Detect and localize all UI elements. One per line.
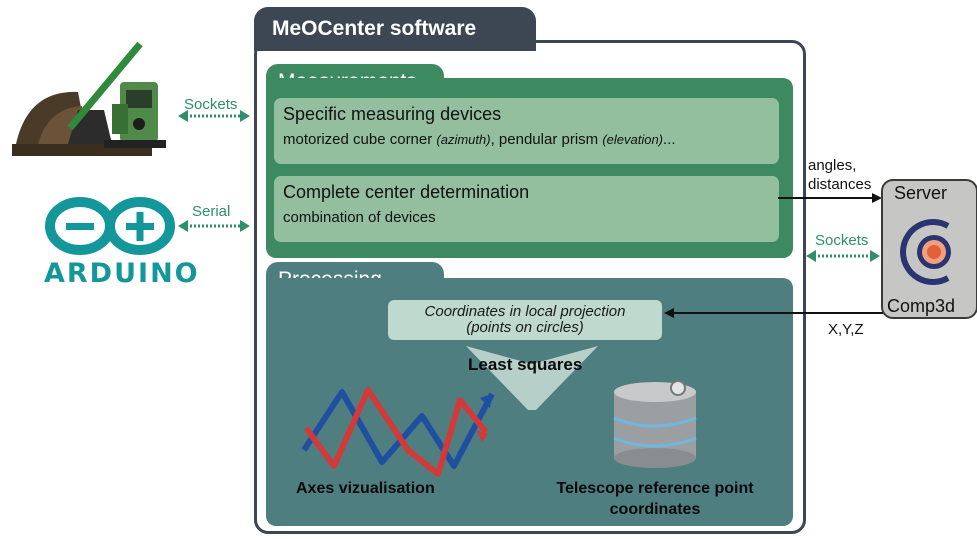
comp3d-logo-icon — [900, 219, 951, 285]
sockets-left-arrow — [178, 110, 250, 122]
comp3d-label: Comp3d — [887, 296, 956, 316]
xyz-arrow — [664, 308, 884, 318]
database-icon — [613, 380, 697, 468]
specific-devices-box: Specific measuring devices motorized cub… — [274, 98, 779, 164]
arduino-wordmark: ARDUINO — [44, 258, 200, 289]
server-label: Server — [894, 183, 948, 203]
angles-distances-label: angles, distances — [808, 157, 872, 193]
specific-devices-heading: Specific measuring devices — [283, 104, 502, 124]
coordinates-line2: (points on circles) — [466, 319, 584, 336]
sockets-right-label: Sockets — [815, 232, 869, 249]
coordinates-line1: Coordinates in local projection — [424, 303, 626, 320]
sockets-right-arrow — [806, 250, 880, 262]
complete-center-heading: Complete center determination — [283, 182, 530, 202]
software-title: MeOCenter software — [254, 7, 536, 51]
complete-center-text: combination of devices — [283, 209, 436, 226]
total-station-icon — [12, 41, 166, 156]
telescope-coords-label: Telescope reference point coordinates — [556, 480, 754, 518]
specific-devices-text: motorized cube corner (azimuth), pendula… — [283, 131, 676, 148]
coordinates-box: Coordinates in local projection (points … — [388, 300, 662, 340]
serial-arrow — [178, 220, 250, 232]
arduino-logo-icon — [45, 197, 175, 255]
least-squares-label: Least squares — [468, 355, 583, 374]
serial-label: Serial — [192, 203, 231, 220]
complete-center-box: Complete center determination combinatio… — [274, 176, 779, 242]
axes-visualisation-label: Axes vizualisation — [296, 480, 435, 497]
funnel-arrow-icon — [466, 346, 598, 410]
sockets-left-label: Sockets — [184, 96, 238, 113]
zigzag-chart-icon — [301, 387, 495, 477]
xyz-label: X,Y,Z — [828, 321, 864, 338]
angles-arrow — [778, 193, 882, 203]
